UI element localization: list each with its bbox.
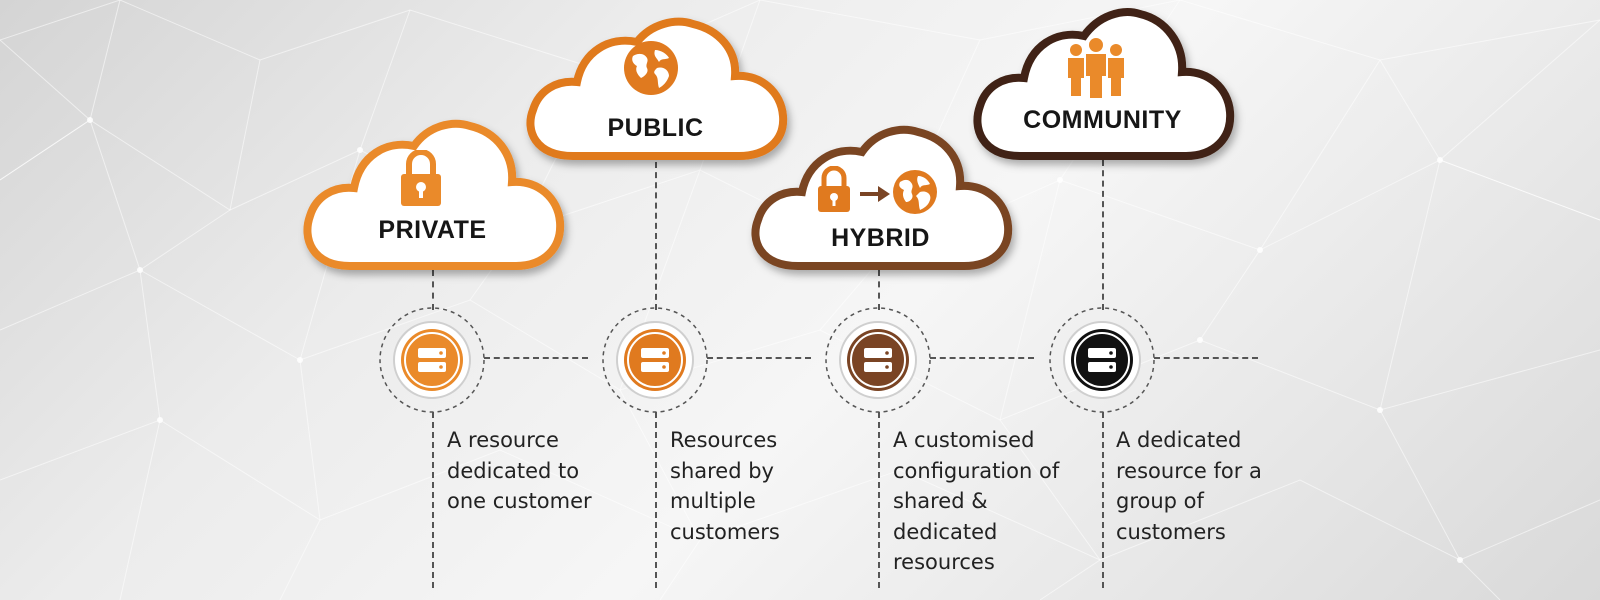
server-icon	[641, 348, 669, 372]
public-connector-horizontal	[707, 357, 811, 359]
server-icon	[1088, 348, 1116, 372]
public-connector-top	[655, 162, 657, 310]
public-description: Resources shared by multiple customers	[670, 428, 780, 544]
hybrid-label: HYBRID	[831, 224, 930, 252]
community-connector-top	[1102, 160, 1104, 310]
hybrid-cloud: HYBRID	[748, 125, 1013, 276]
padlock-icon	[401, 150, 441, 206]
padlock-arrow-globe-icon	[818, 166, 937, 214]
private-server-node	[377, 305, 487, 415]
public-cloud: PUBLIC	[523, 17, 788, 166]
private-cloud: PRIVATE	[300, 119, 565, 275]
globe-icon	[624, 41, 678, 95]
community-connector-bottom	[1102, 412, 1104, 588]
private-connector-bottom	[432, 412, 434, 588]
hybrid-connector-horizontal	[930, 357, 1034, 359]
server-icon	[418, 348, 446, 372]
private-label: PRIVATE	[378, 216, 487, 244]
public-label: PUBLIC	[607, 114, 704, 142]
community-label: COMMUNITY	[1023, 106, 1182, 134]
public-connector-bottom	[655, 412, 657, 588]
server-icon	[864, 348, 892, 372]
hybrid-connector-top	[878, 270, 880, 310]
people-group-icon	[1068, 38, 1124, 98]
private-description: A resource dedicated to one customer	[447, 428, 592, 513]
private-connector-top	[432, 270, 434, 310]
community-server-node	[1047, 305, 1157, 415]
public-server-node	[600, 305, 710, 415]
hybrid-connector-bottom	[878, 412, 880, 588]
hybrid-description: A customised configuration of shared & d…	[893, 428, 1060, 574]
hybrid-server-node	[823, 305, 933, 415]
private-connector-horizontal	[484, 357, 588, 359]
community-connector-horizontal	[1154, 357, 1258, 359]
community-description: A dedicated resource for a group of cust…	[1116, 428, 1262, 544]
community-cloud: COMMUNITY	[970, 8, 1235, 166]
